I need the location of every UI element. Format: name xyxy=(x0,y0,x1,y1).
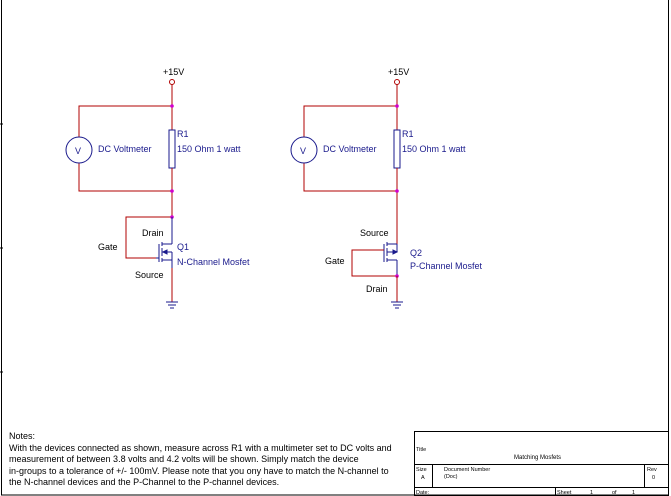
size-value: A xyxy=(421,475,425,481)
junction-dot xyxy=(170,104,174,108)
circuit-n-channel: +15V V DC Voltmeter R1 150 Ohm 1 watt xyxy=(65,67,250,309)
transistor-type: P-Channel Mosfet xyxy=(410,261,483,271)
drain-pin-label: Drain xyxy=(142,228,164,238)
notes-line: the N-channel devices and the P-Channel … xyxy=(9,477,280,487)
voltmeter-glyph: V xyxy=(300,146,306,156)
source-pin-label: Source xyxy=(360,228,389,238)
mosfet-q2-symbol xyxy=(383,242,399,276)
voltmeter-label: DC Voltmeter xyxy=(98,144,152,154)
junction-dot xyxy=(395,189,399,193)
mosfet-q1-symbol xyxy=(156,217,173,268)
size-label: Size xyxy=(416,467,427,473)
drain-pin-label: Drain xyxy=(366,284,388,294)
junction-dot xyxy=(170,189,174,193)
supply-label: +15V xyxy=(388,67,409,77)
resistor-value: 150 Ohm 1 watt xyxy=(402,144,466,154)
notes-line: With the devices connected as shown, mea… xyxy=(9,442,392,453)
resistor-ref: R1 xyxy=(177,129,189,139)
resistor-value: 150 Ohm 1 watt xyxy=(177,144,241,154)
notes-heading: Notes: xyxy=(9,431,36,441)
document-number-value: (Doc) xyxy=(444,474,458,480)
circuit-p-channel: +15V V DC Voltmeter R1 150 Ohm 1 watt xyxy=(290,67,483,309)
resistor-ref: R1 xyxy=(402,129,414,139)
ground-symbol xyxy=(391,301,403,309)
title-block xyxy=(414,431,669,496)
voltmeter-glyph: V xyxy=(75,146,81,156)
voltmeter-symbol xyxy=(65,136,93,164)
transistor-ref: Q2 xyxy=(410,248,422,258)
drawing-title: Matching Mosfets xyxy=(514,455,561,461)
sheet-number: 1 xyxy=(590,490,593,496)
notes-line: in-groups to a tolerance of +/- 100mV. P… xyxy=(9,465,389,476)
title-label: Title xyxy=(416,447,426,453)
notes-line: measurement of between 3.8 volts and 4.2… xyxy=(9,454,359,464)
gate-pin-label: Gate xyxy=(325,256,345,266)
notes-section: Notes: With the devices connected as sho… xyxy=(9,431,409,489)
voltmeter-label: DC Voltmeter xyxy=(323,144,377,154)
resistor-body xyxy=(393,129,401,169)
sheet-total: 1 xyxy=(632,490,635,496)
sheet-label: Sheet xyxy=(557,490,572,496)
source-pin-label: Source xyxy=(135,270,164,280)
rev-value: 0 xyxy=(652,475,655,481)
sheet-of-label: of xyxy=(612,490,617,496)
supply-terminal xyxy=(169,79,175,85)
transistor-type: N-Channel Mosfet xyxy=(177,257,250,267)
rev-label: Rev xyxy=(647,467,657,473)
resistor-body xyxy=(168,129,176,169)
gate-wire xyxy=(351,249,397,277)
gate-pin-label: Gate xyxy=(98,242,118,252)
voltmeter-symbol xyxy=(290,136,318,164)
supply-label: +15V xyxy=(163,67,184,77)
supply-terminal xyxy=(394,79,400,85)
document-number-label: Document Number xyxy=(444,467,490,473)
junction-dot xyxy=(395,104,399,108)
gate-wire xyxy=(125,216,172,259)
transistor-ref: Q1 xyxy=(177,242,189,252)
ground-symbol xyxy=(166,301,178,309)
date-label: Date: xyxy=(416,490,430,496)
